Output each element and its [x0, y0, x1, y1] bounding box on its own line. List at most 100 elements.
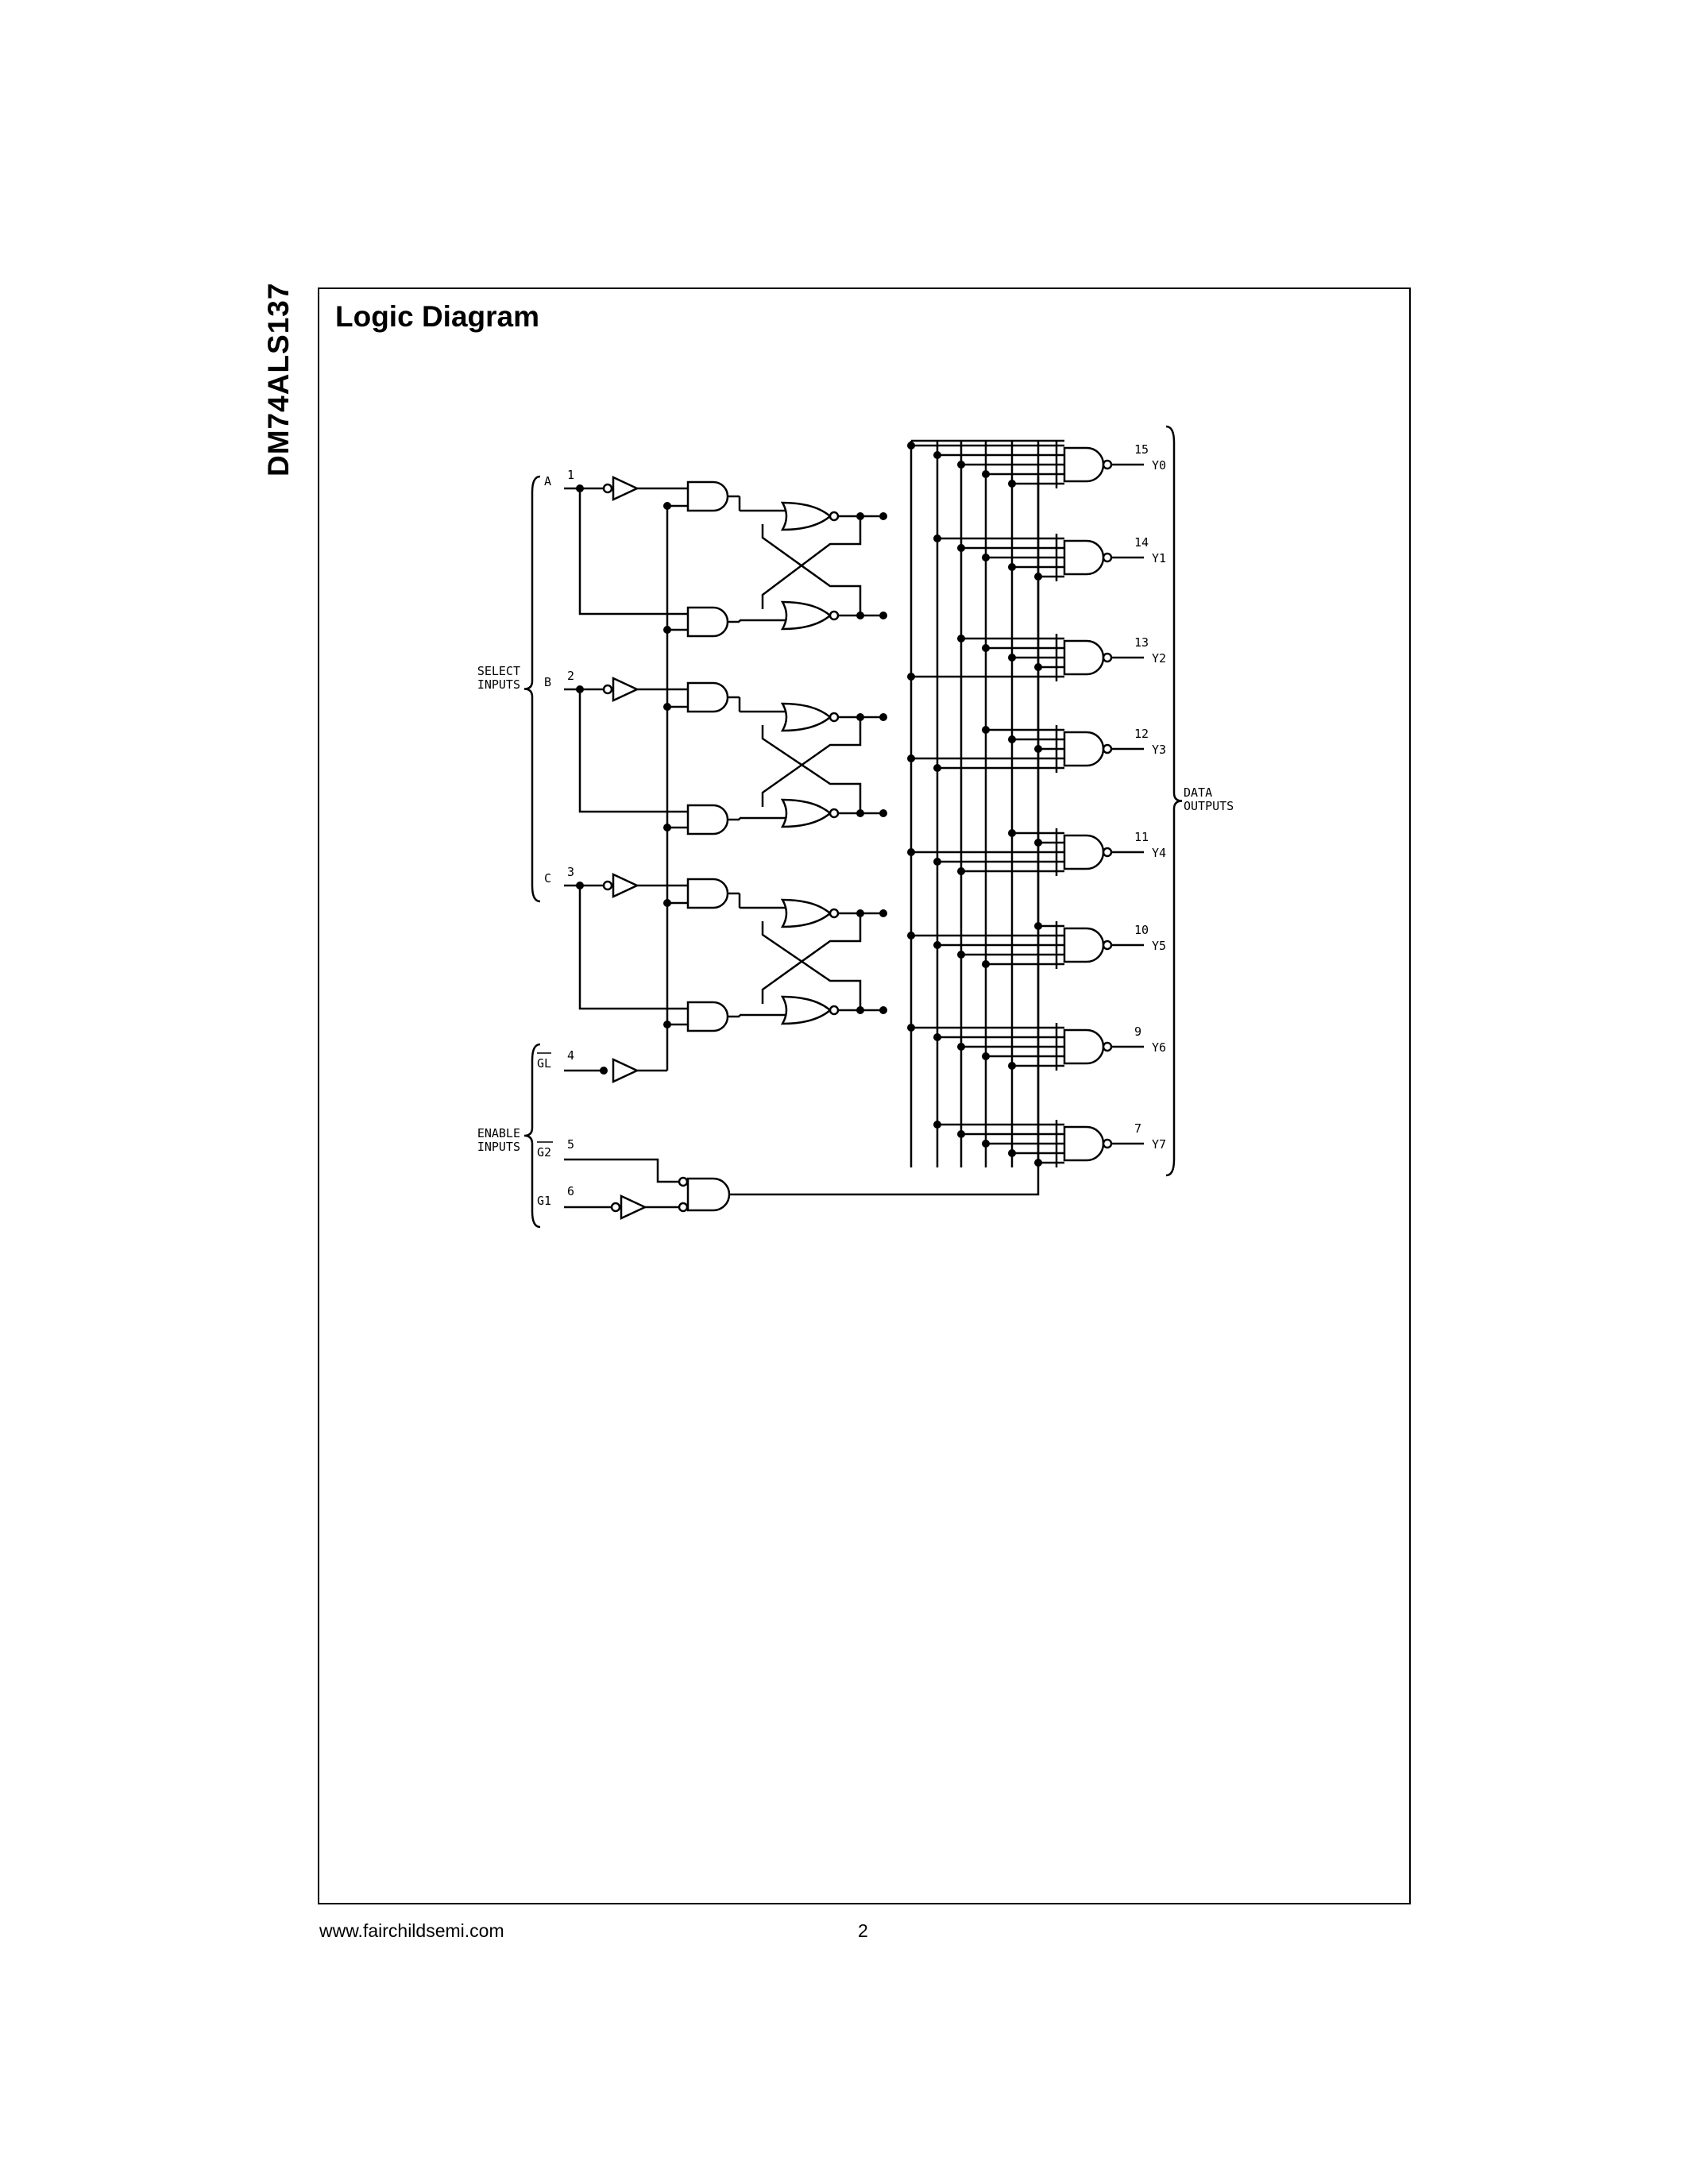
- junction-dot: [957, 635, 965, 642]
- input-label-a: A: [544, 474, 551, 488]
- output-pin-number: 13: [1134, 635, 1149, 650]
- junction-dot: [957, 1043, 965, 1051]
- junction-dot: [907, 673, 915, 681]
- junction-dot: [879, 612, 887, 619]
- junction-dot: [879, 512, 887, 520]
- junction-dot: [1008, 654, 1016, 662]
- junction-dot: [1008, 563, 1016, 571]
- junction-dot: [1034, 663, 1042, 671]
- wire: [761, 725, 862, 813]
- output-label-y2: Y2: [1152, 651, 1166, 666]
- junction-dot: [856, 612, 864, 619]
- inversion-bubble: [602, 880, 613, 891]
- buffer-gate: [612, 476, 639, 501]
- output-nand-gate: [1063, 446, 1105, 483]
- pin-number: 2: [567, 669, 574, 683]
- group-label-enable: INPUTS: [477, 1140, 520, 1154]
- inversion-bubble: [678, 1202, 689, 1213]
- junction-dot: [957, 1130, 965, 1138]
- output-pin-number: 11: [1134, 830, 1149, 844]
- junction-dot: [933, 858, 941, 866]
- wire: [761, 913, 862, 1004]
- output-label-y4: Y4: [1152, 846, 1166, 860]
- junction-dot: [957, 951, 965, 959]
- junction-dot: [879, 909, 887, 917]
- junction-dot: [576, 685, 584, 693]
- junction-dot: [663, 502, 671, 510]
- junction-dot: [957, 867, 965, 875]
- nor-gate: [780, 702, 832, 732]
- junction-dot: [856, 1006, 864, 1014]
- inversion-bubble: [1102, 1138, 1113, 1149]
- group-label-outputs: DATA: [1184, 785, 1212, 800]
- output-nand-gate: [1063, 1125, 1105, 1162]
- wire: [761, 524, 862, 615]
- output-nand-gate: [1063, 834, 1105, 870]
- inversion-bubble: [610, 1202, 621, 1213]
- junction-dot: [1008, 1062, 1016, 1070]
- inversion-bubble: [1102, 940, 1113, 951]
- inversion-bubble: [829, 610, 840, 621]
- inversion-bubble: [829, 712, 840, 723]
- junction-dot: [982, 726, 990, 734]
- output-nand-gate: [1063, 639, 1105, 676]
- junction-dot: [1008, 480, 1016, 488]
- output-nand-gate: [1063, 731, 1105, 767]
- junction-dot: [1008, 829, 1016, 837]
- inversion-bubble: [1102, 847, 1113, 858]
- output-nand-gate: [1063, 927, 1105, 963]
- junction-dot: [663, 626, 671, 634]
- input-label-c: C: [544, 871, 551, 886]
- output-pin-number: 15: [1134, 442, 1149, 457]
- junction-dot: [663, 899, 671, 907]
- input-label-b: B: [544, 675, 551, 689]
- junction-dot: [933, 941, 941, 949]
- junction-dot: [663, 703, 671, 711]
- junction-dot: [1034, 1159, 1042, 1167]
- junction-dot: [907, 442, 915, 450]
- junction-dot: [1008, 735, 1016, 743]
- output-brace: [1165, 425, 1183, 1177]
- buffer-gate: [612, 1058, 639, 1083]
- group-label-outputs: OUTPUTS: [1184, 799, 1234, 813]
- group-label-select: SELECT: [477, 664, 520, 678]
- diagram-frame: [318, 287, 1411, 1904]
- enable-and-gate: [686, 1177, 731, 1212]
- junction-dot: [576, 484, 584, 492]
- inversion-bubble: [1102, 743, 1113, 754]
- inversion-bubble: [1102, 459, 1113, 470]
- junction-dot: [600, 1067, 608, 1075]
- inversion-bubble: [602, 483, 613, 494]
- junction-dot: [933, 1121, 941, 1129]
- pin-number: 3: [567, 865, 574, 879]
- pin-number: 5: [567, 1137, 574, 1152]
- junction-dot: [907, 754, 915, 762]
- section-title: Logic Diagram: [335, 300, 539, 333]
- inversion-bubble: [829, 1005, 840, 1016]
- buffer-gate: [620, 1194, 647, 1220]
- inversion-bubble: [602, 684, 613, 695]
- pin-number: 4: [567, 1048, 574, 1063]
- inversion-bubble: [1102, 1041, 1113, 1052]
- junction-dot: [856, 909, 864, 917]
- pin-number: 1: [567, 468, 574, 482]
- output-label-y1: Y1: [1152, 551, 1166, 565]
- output-label-y0: Y0: [1152, 458, 1166, 473]
- nor-gate: [780, 798, 832, 828]
- nor-gate: [780, 501, 832, 531]
- junction-dot: [907, 1024, 915, 1032]
- junction-dot: [1008, 1149, 1016, 1157]
- output-label-y7: Y7: [1152, 1137, 1166, 1152]
- wire: [564, 1158, 679, 1183]
- junction-dot: [856, 512, 864, 520]
- and-gate: [686, 1001, 729, 1032]
- inversion-bubble: [829, 908, 840, 919]
- group-label-enable: ENABLE: [477, 1126, 520, 1140]
- inversion-bubble: [1102, 652, 1113, 663]
- junction-dot: [1034, 573, 1042, 581]
- group-label-select: INPUTS: [477, 677, 520, 692]
- output-pin-number: 14: [1134, 535, 1149, 550]
- buffer-gate: [612, 873, 639, 898]
- junction-dot: [907, 932, 915, 940]
